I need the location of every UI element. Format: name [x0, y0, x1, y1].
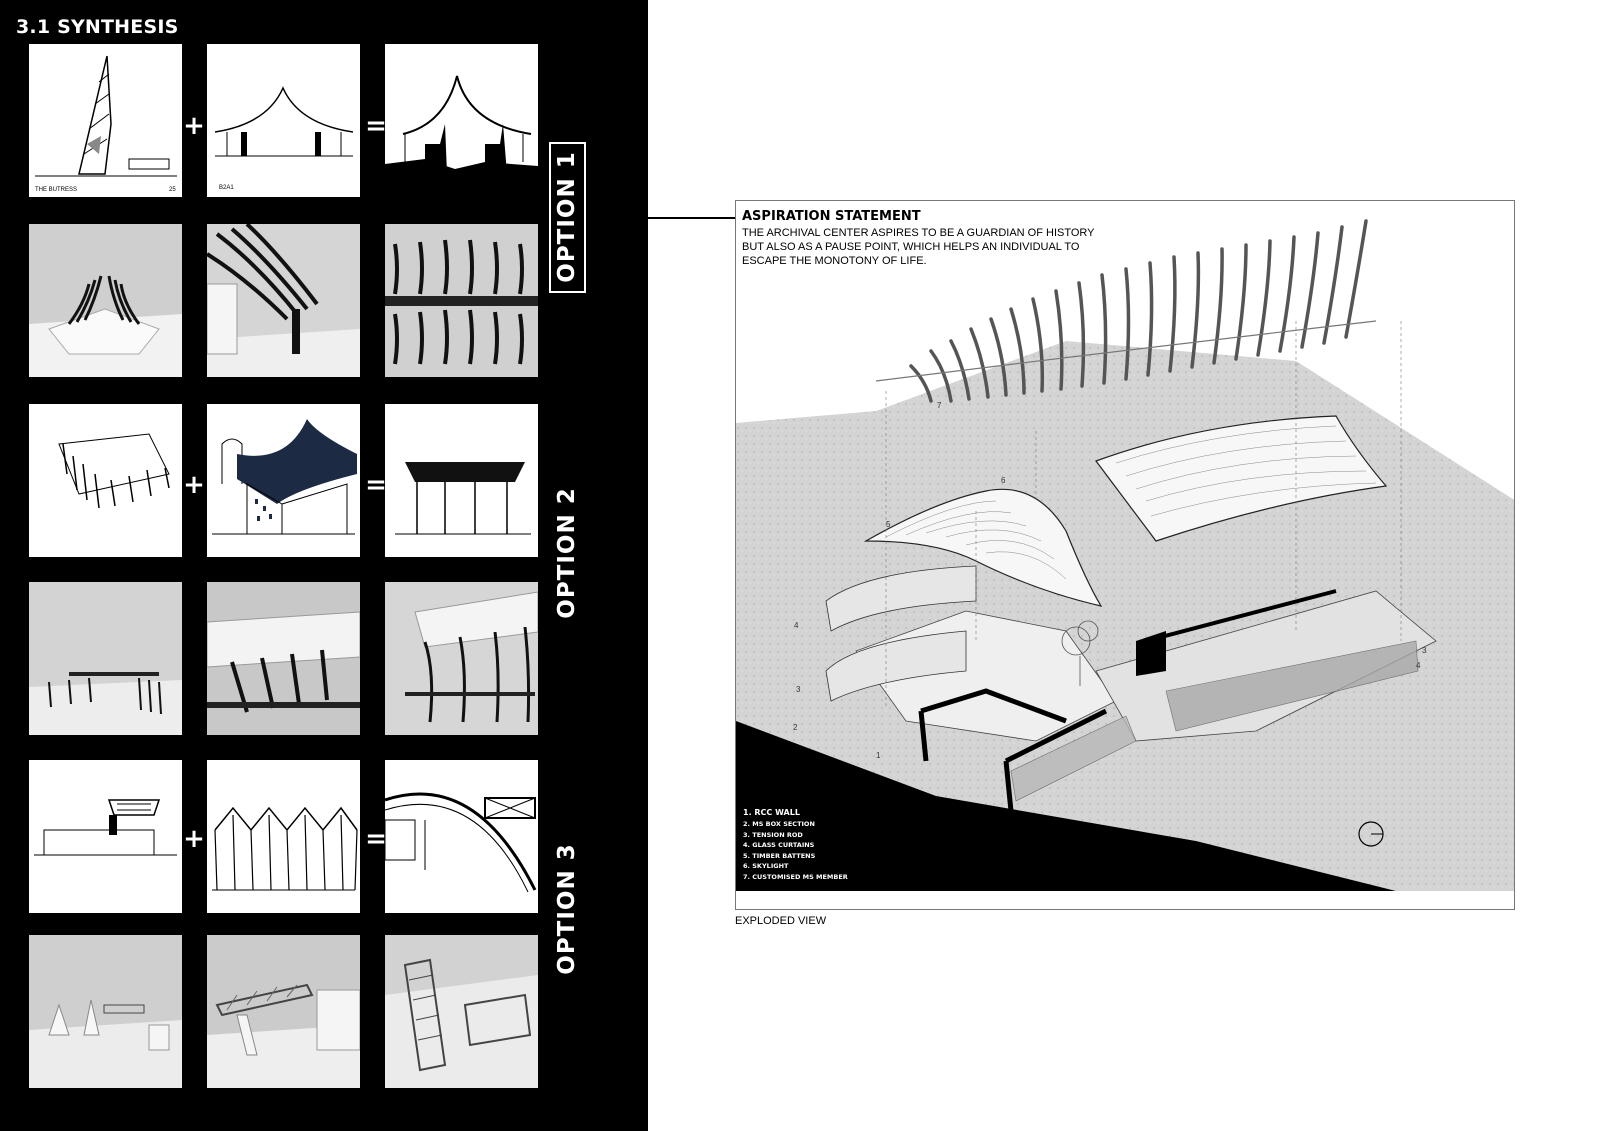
aspiration-body: THE ARCHIVAL CENTER ASPIRES TO BE A GUAR…	[742, 227, 1095, 267]
legend: 1. RCC WALL 2. MS BOX SECTION 3. TENSION…	[743, 807, 848, 882]
plus-sign: +	[183, 824, 205, 854]
callout-5: 5	[886, 520, 891, 529]
sketch-buttress: THE BUTRESS 25	[29, 44, 182, 197]
section-title: 3.1 SYNTHESIS	[16, 16, 179, 38]
equals-sign: =	[365, 824, 387, 854]
callout-3-right: 3	[1422, 646, 1427, 655]
legend-item: 1. RCC WALL	[743, 808, 800, 817]
option-1-frame	[549, 142, 586, 293]
aspiration-title: ASPIRATION STATEMENT	[742, 209, 921, 224]
callout-4: 4	[794, 621, 799, 630]
model-photo-option-2-b	[207, 582, 360, 735]
option-2-label: OPTION 2	[554, 487, 580, 619]
plus-sign: +	[183, 470, 205, 500]
sketch-synthesis-option-2	[385, 404, 538, 557]
sketch-folded-arcade	[207, 760, 360, 913]
callout-3: 3	[796, 685, 801, 694]
model-photo-option-3-c	[385, 935, 538, 1088]
exploded-axonometric	[736, 219, 1514, 891]
legend-item: 6. SKYLIGHT	[743, 862, 789, 870]
callout-7: 7	[937, 401, 942, 410]
equals-sign: =	[365, 470, 387, 500]
legend-item: 5. TIMBER BATTENS	[743, 851, 816, 860]
exploded-view-caption: EXPLODED VIEW	[735, 915, 827, 927]
sketch-page-number: 25	[169, 187, 176, 193]
equals-sign: =	[365, 111, 387, 141]
sketch-tent-section: B2A1	[207, 44, 360, 197]
model-photo-option-2-c	[385, 582, 538, 735]
option-3-label: OPTION 3	[554, 843, 580, 975]
sketch-cantilever	[29, 760, 182, 913]
callout-2: 2	[793, 723, 798, 732]
plus-sign: +	[183, 111, 205, 141]
model-photo-option-1-a	[29, 224, 182, 377]
model-photo-option-2-a	[29, 582, 182, 735]
legend-item: 4. GLASS CURTAINS	[743, 841, 815, 849]
option-1-label: OPTION 1	[554, 151, 580, 283]
model-photo-option-1-b	[207, 224, 360, 377]
sketch-ronchamp	[207, 404, 360, 557]
option-1-connector-line	[588, 217, 735, 219]
legend-item: 2. MS BOX SECTION	[743, 820, 815, 828]
callout-6: 6	[1001, 476, 1006, 485]
callout-4-right: 4	[1416, 661, 1421, 670]
synthesis-panel: 3.1 SYNTHESIS THE BUTRESS 25 + B2A1 =	[0, 0, 648, 1131]
sketch-caption-buttress: THE BUTRESS	[35, 187, 77, 193]
model-photo-option-1-c	[385, 224, 538, 377]
exploded-view-diagram: 7 6 5 4 3 2 1 3 4 ASPIRATION STATEMENT T…	[735, 200, 1515, 910]
sketch-caption-reference: B2A1	[219, 185, 234, 191]
legend-item: 7. CUSTOMISED MS MEMBER	[743, 872, 848, 881]
sketch-colonnade	[29, 404, 182, 557]
sketch-synthesis-option-3	[385, 760, 538, 913]
model-photo-option-3-a	[29, 935, 182, 1088]
sketch-synthesis-option-1	[385, 44, 538, 197]
model-photo-option-3-b	[207, 935, 360, 1088]
legend-item: 3. TENSION ROD	[743, 830, 803, 839]
callout-1: 1	[876, 751, 881, 760]
